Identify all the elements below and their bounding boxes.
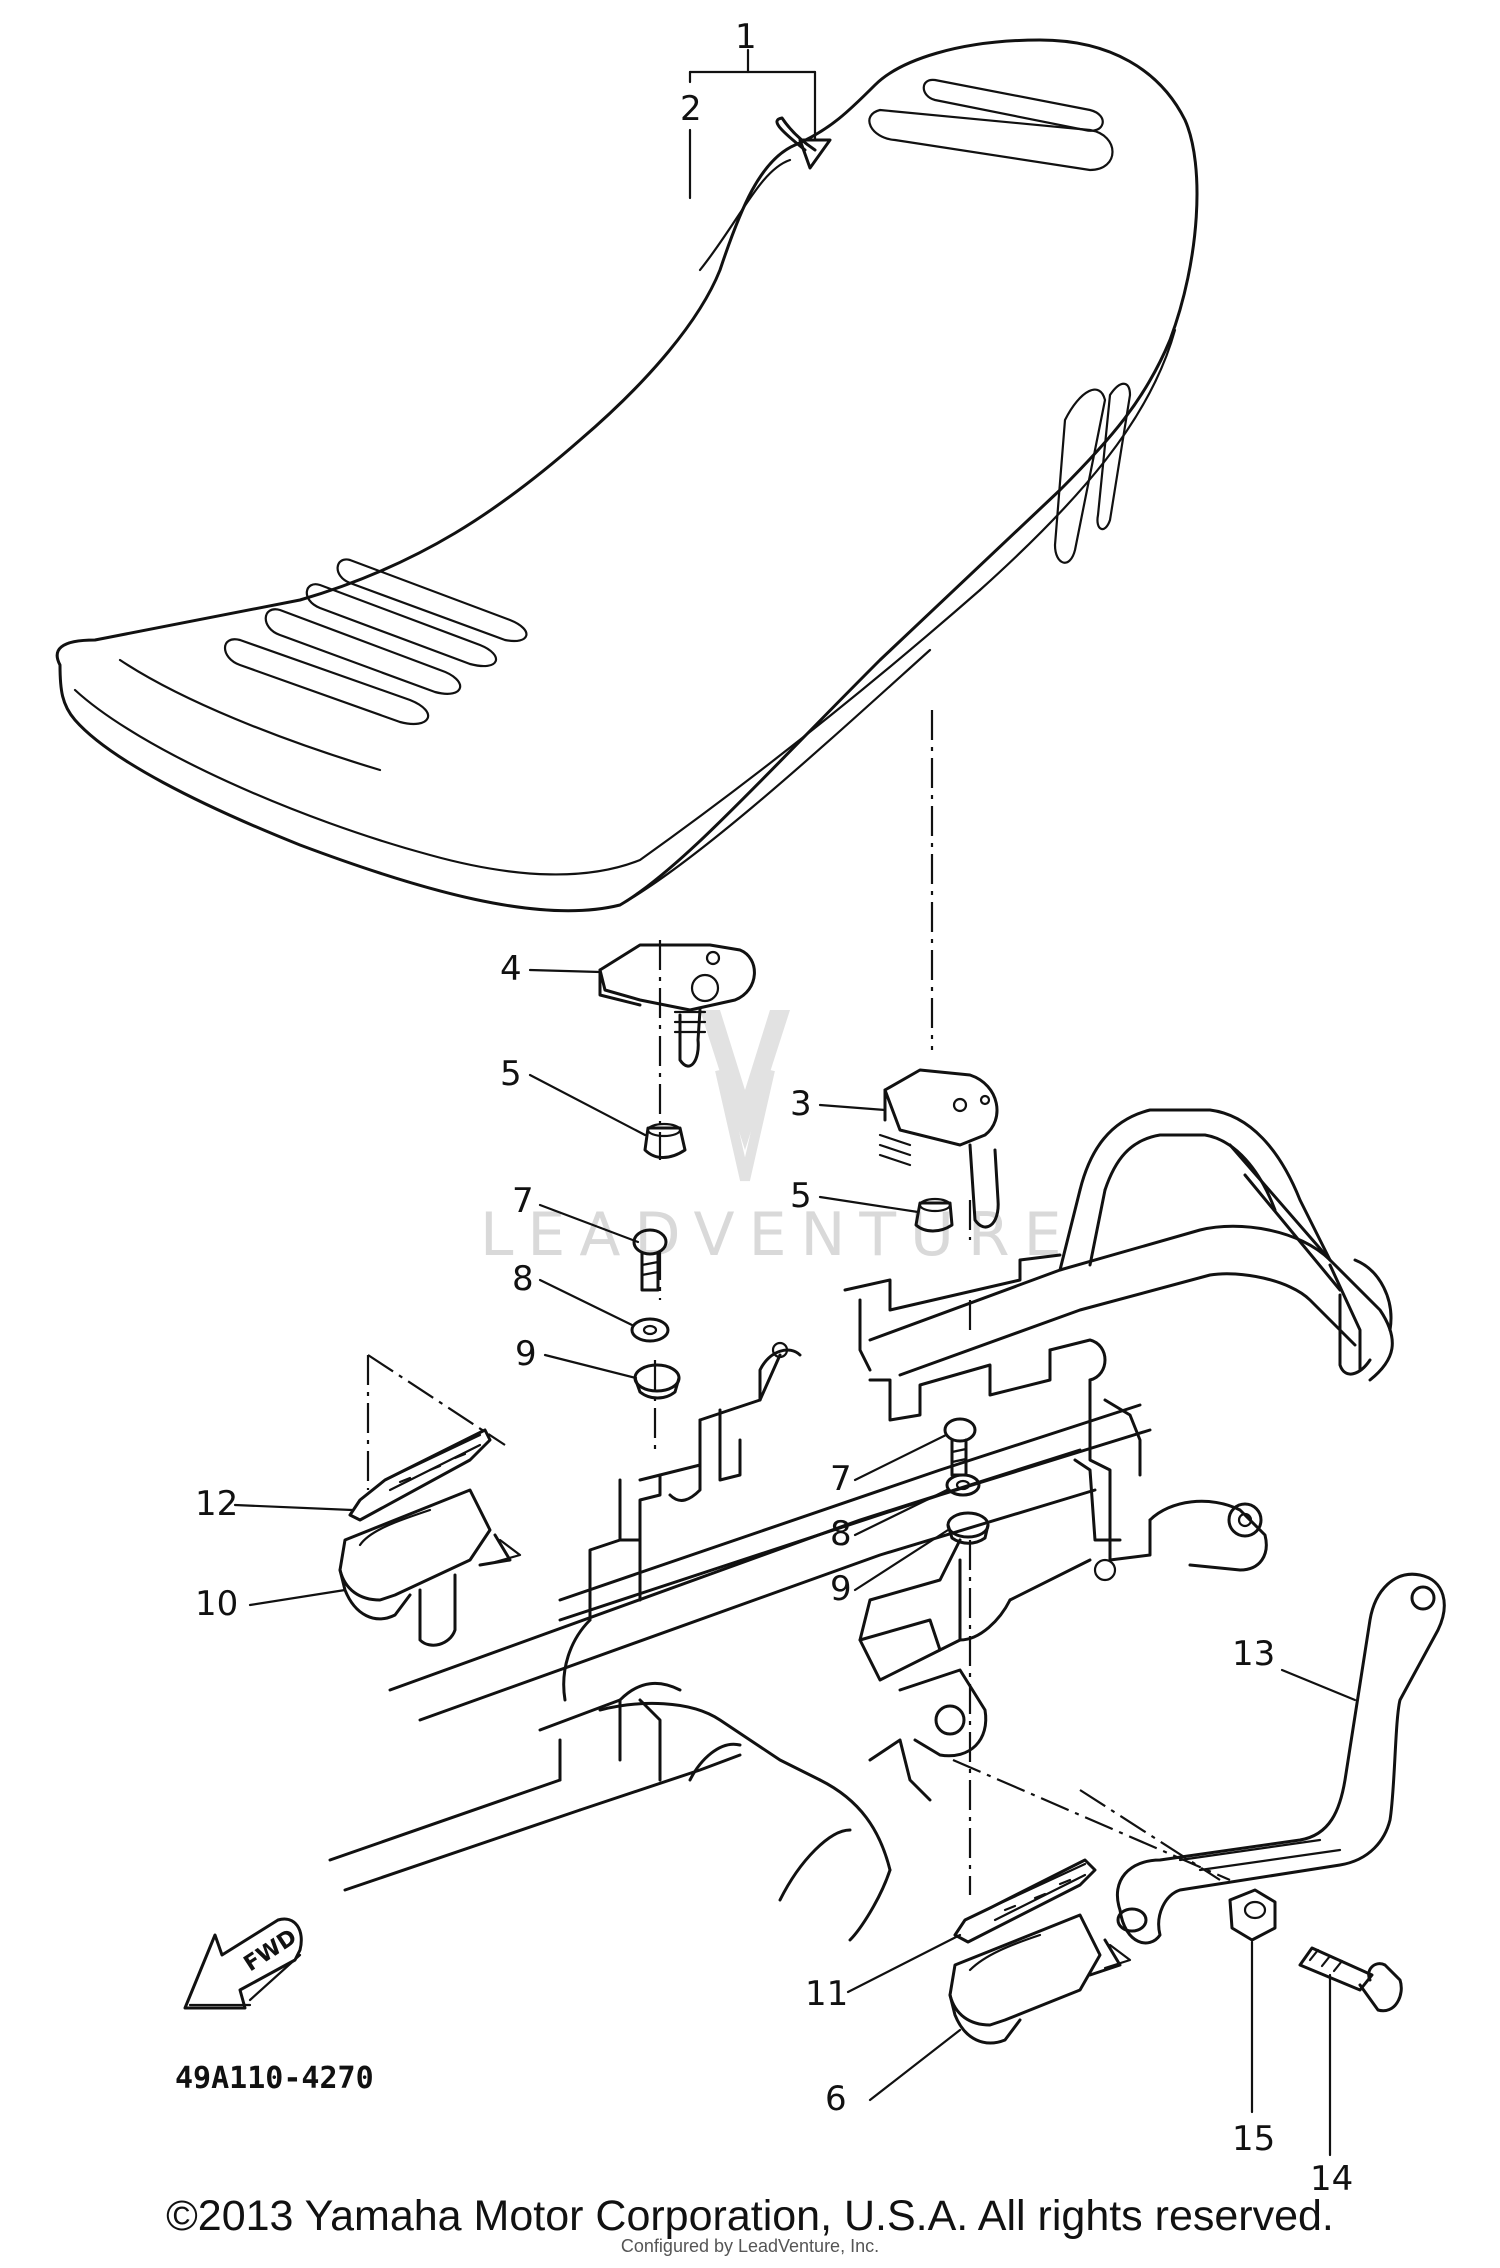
callout-12: 12 <box>195 1484 238 1524</box>
leader-lines <box>233 968 1357 2157</box>
callout-13: 13 <box>1232 1634 1275 1674</box>
fwd-arrow-icon: FWD <box>183 1917 303 2010</box>
callout-8b: 8 <box>830 1514 852 1554</box>
part-6-clamp <box>948 1913 1132 2045</box>
part-15-nut <box>1228 1888 1277 1942</box>
callout-9a: 9 <box>515 1334 537 1374</box>
callout-7b: 7 <box>830 1459 852 1499</box>
part-9-grommet-a <box>633 1363 681 1400</box>
part-9-grommet-b <box>946 1511 990 1545</box>
part-7-bolt-a <box>632 1228 668 1292</box>
copyright-notice: ©2013 Yamaha Motor Corporation, U.S.A. A… <box>166 2192 1334 2240</box>
callout-labels: 1 2 3 4 5 5 6 7 7 8 8 9 9 10 11 12 13 14… <box>195 17 1353 2199</box>
callout-10: 10 <box>195 1584 238 1624</box>
fwd-label: FWD <box>240 1925 302 1977</box>
callout-2: 2 <box>680 89 702 129</box>
leader-1-2 <box>688 48 817 200</box>
part-5-nut-a <box>643 1122 687 1159</box>
alignment-lines <box>366 710 1231 1895</box>
callout-7a: 7 <box>512 1181 534 1221</box>
callout-15: 15 <box>1232 2119 1275 2159</box>
callout-8a: 8 <box>512 1259 534 1299</box>
part-13-stay <box>1115 1572 1446 1945</box>
config-note: Configured by LeadVenture, Inc. <box>620 2236 880 2256</box>
callout-3: 3 <box>790 1084 812 1124</box>
callout-11: 11 <box>805 1974 848 2014</box>
callout-5b: 5 <box>790 1176 812 1216</box>
part-5-nut-b <box>914 1197 954 1233</box>
part-14-bolt <box>1298 1946 1403 2013</box>
part-10-clamp <box>338 1488 522 1647</box>
callout-4: 4 <box>500 949 522 989</box>
part-4-hinge <box>598 943 756 1068</box>
callout-9b: 9 <box>830 1569 852 1609</box>
watermark: LEADVENTURE <box>480 1010 1076 1270</box>
part-8-washer-a <box>630 1317 670 1343</box>
part-12-plate <box>348 1428 492 1522</box>
callout-5a: 5 <box>500 1054 522 1094</box>
watermark-text: LEADVENTURE <box>480 1200 1076 1270</box>
part-3-hinge <box>878 1068 1000 1229</box>
callout-1: 1 <box>735 17 757 57</box>
drawing-code: 49A110-4270 <box>175 2061 374 2096</box>
frame <box>328 1108 1394 1942</box>
seat-assembly <box>55 38 1199 913</box>
callout-14: 14 <box>1310 2159 1353 2199</box>
part-11-plate <box>953 1858 1097 1944</box>
callout-6: 6 <box>825 2079 847 2119</box>
